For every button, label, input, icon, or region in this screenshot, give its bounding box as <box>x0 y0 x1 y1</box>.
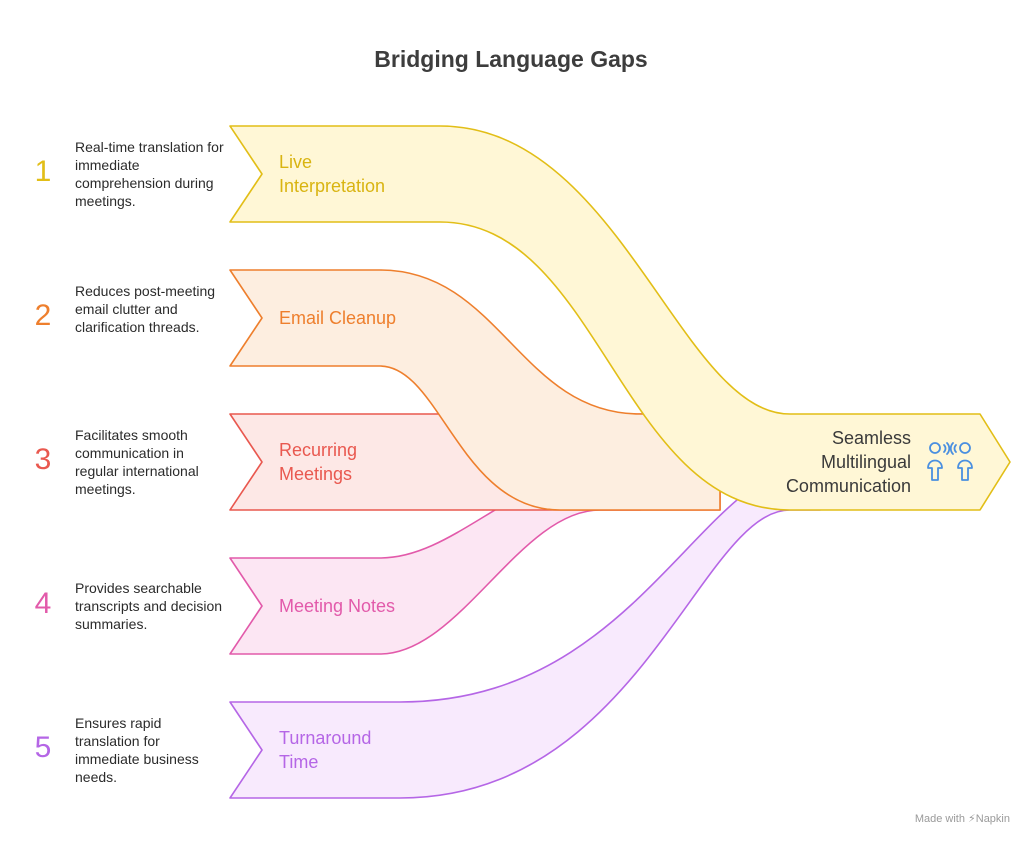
merge-label: Seamless Multilingual Communication <box>785 428 911 496</box>
step-description-4: Provides searchable transcripts and deci… <box>75 580 223 632</box>
step-description-3: Facilitates smooth communication in regu… <box>75 427 199 497</box>
step-label-3: Recurring Meetings <box>279 440 358 484</box>
napkin-logo-icon: ⚡ <box>968 813 976 825</box>
step-number-5: 5 <box>34 731 52 764</box>
step-number-1: 1 <box>34 155 52 188</box>
people-talking-icon <box>927 442 973 481</box>
footer-made-with: Made with <box>914 813 965 825</box>
arrow-live-interpretation <box>229 125 1011 511</box>
step-number-4: 4 <box>34 587 52 620</box>
step-description-2: Reduces post-meeting email clutter and c… <box>75 283 216 335</box>
step-description-5: Ensures rapid translation for immediate … <box>75 715 199 785</box>
step-number-3: 3 <box>34 443 52 476</box>
step-label-4: Meeting Notes <box>279 596 396 616</box>
footer-brand: Napkin <box>975 813 1010 825</box>
step-label-5: Turnaround Time <box>279 728 372 772</box>
step-number-2: 2 <box>34 299 52 332</box>
step-label-1: Live Interpretation <box>279 152 386 196</box>
step-description-1: Real-time translation for immediate comp… <box>75 139 224 209</box>
footer-credit: Made with ⚡Napkin <box>915 812 1010 825</box>
diagram-title: Bridging Language Gaps <box>374 46 648 72</box>
step-label-2: Email Cleanup <box>279 308 397 328</box>
